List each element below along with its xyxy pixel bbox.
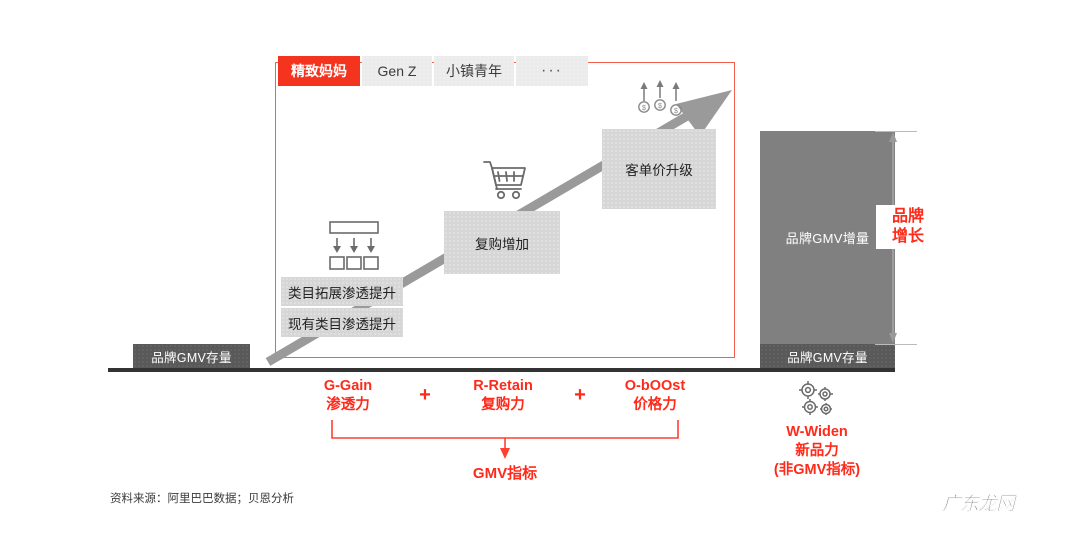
gears-icon bbox=[799, 381, 833, 415]
stock-bar-right: 品牌GMV存量 bbox=[760, 344, 895, 368]
grow-item-retain-cn: 复购力 bbox=[481, 397, 525, 413]
step-box-repurchase-label: 复购增加 bbox=[475, 236, 529, 252]
tab-segment-2[interactable]: Gen Z bbox=[362, 56, 432, 86]
shopping-cart-icon bbox=[483, 161, 526, 200]
penetration-icon bbox=[329, 221, 379, 270]
grow-item-gain-cn: 渗透力 bbox=[326, 397, 370, 413]
tab-segment-3-label: 小镇青年 bbox=[446, 63, 502, 79]
tab-segment-3[interactable]: 小镇青年 bbox=[434, 56, 514, 86]
tab-segment-1[interactable]: 精致妈妈 bbox=[278, 56, 360, 86]
tab-segment-more[interactable]: ··· bbox=[516, 56, 588, 86]
growth-bar-label: 品牌GMV增量 bbox=[785, 231, 870, 246]
grow-item-boost-en: O-bOOst bbox=[624, 378, 686, 394]
growth-bracket-label: 品牌 增长 bbox=[876, 205, 940, 249]
widen-label-line3: (非GMV指标) bbox=[773, 462, 861, 478]
growth-bar: 品牌GMV增量 bbox=[760, 131, 895, 344]
grow-item-retain-en: R-Retain bbox=[473, 378, 533, 394]
tab-segment-2-label: Gen Z bbox=[377, 63, 417, 79]
price-up-arrows-icon: $ $ $ bbox=[638, 80, 682, 116]
step-box-aov-upgrade-label: 客单价升级 bbox=[625, 163, 693, 178]
stock-bar-right-label: 品牌GMV存量 bbox=[787, 350, 868, 365]
stock-bar-left-label: 品牌GMV存量 bbox=[151, 350, 232, 365]
svg-text:$: $ bbox=[674, 108, 678, 115]
grow-item-gain-en: G-Gain bbox=[323, 378, 373, 394]
growth-bracket-label-line1: 品牌 bbox=[891, 208, 924, 225]
step-box-aov-upgrade: 客单价升级 bbox=[602, 129, 716, 209]
step-box-existing-category: 现有类目渗透提升 bbox=[281, 308, 403, 337]
leader-line-bottom bbox=[875, 344, 917, 345]
svg-text:$: $ bbox=[658, 103, 662, 110]
tab-segment-more-label: ··· bbox=[541, 62, 563, 79]
grow-item-gain: G-Gain 渗透力 bbox=[288, 377, 408, 415]
growth-bracket-label-line2: 增长 bbox=[891, 228, 924, 245]
widen-label-line2: 新品力 bbox=[795, 443, 839, 459]
step-box-category-expansion-label: 类目拓展渗透提升 bbox=[288, 285, 396, 301]
source-note: 资料来源：阿里巴巴数据；贝恩分析 bbox=[110, 493, 294, 505]
gmv-bracket-icon bbox=[331, 420, 679, 459]
stock-bar-left: 品牌GMV存量 bbox=[133, 344, 250, 368]
tab-segment-1-label: 精致妈妈 bbox=[291, 63, 347, 79]
leader-line-top bbox=[875, 131, 917, 132]
widen-label-line1: W-Widen bbox=[786, 424, 848, 440]
step-box-repurchase: 复购增加 bbox=[444, 211, 560, 274]
svg-text:$: $ bbox=[642, 105, 646, 112]
gmv-metric-label: GMV指标 bbox=[472, 465, 538, 482]
operator-plus-2: + bbox=[574, 384, 586, 406]
baseline-axis bbox=[108, 368, 895, 372]
watermark: 广东龙网 bbox=[942, 494, 1015, 515]
segment-tab-strip[interactable]: 精致妈妈 Gen Z 小镇青年 ··· bbox=[278, 56, 590, 86]
grow-item-retain: R-Retain 复购力 bbox=[443, 377, 563, 415]
step-box-category-expansion: 类目拓展渗透提升 bbox=[281, 277, 403, 306]
step-box-existing-category-label: 现有类目渗透提升 bbox=[288, 316, 396, 332]
grow-item-boost-cn: 价格力 bbox=[633, 397, 677, 413]
grow-item-boost: O-bOOst 价格力 bbox=[595, 377, 715, 415]
widen-label: W-Widen 新品力 (非GMV指标) bbox=[742, 423, 892, 480]
operator-plus-1: + bbox=[419, 384, 431, 406]
